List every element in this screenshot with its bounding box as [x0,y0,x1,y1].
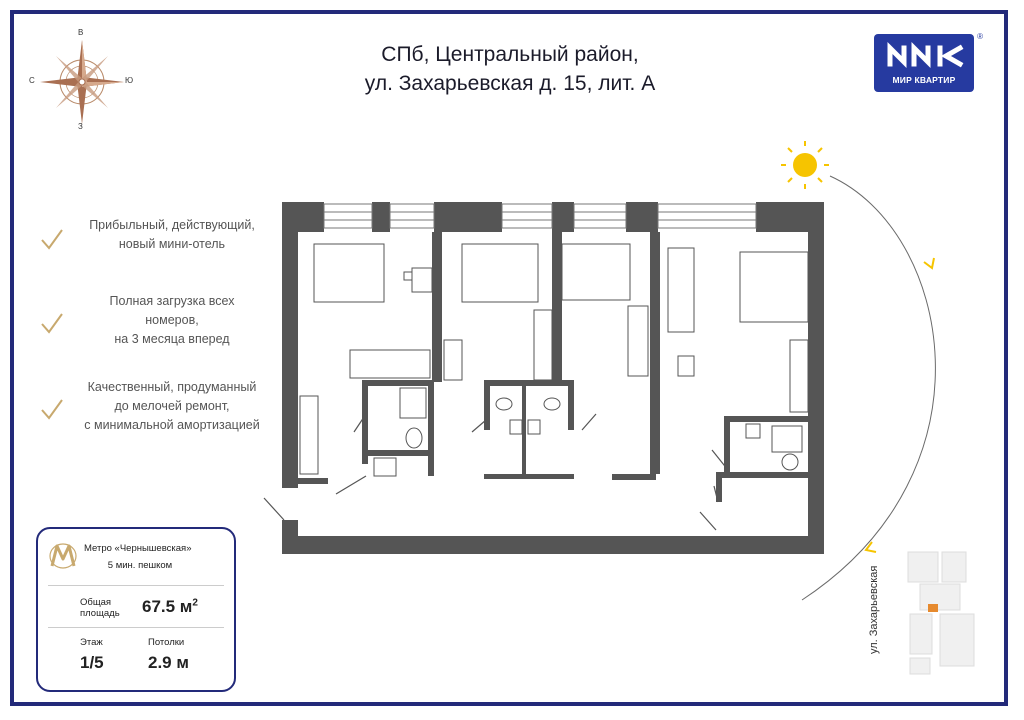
toilet [781,453,799,471]
desk [677,355,695,377]
metro-name: Метро «Чернышевская» [84,543,192,554]
divider [48,585,224,586]
doors [263,413,729,531]
washing-machine [373,457,397,477]
title-line-2: ул. Захарьевская д. 15, лит. А [364,72,656,95]
toilet [543,397,561,411]
divider [48,627,224,628]
bed [739,251,809,323]
shower [399,387,427,419]
compass-icon [40,40,124,124]
compass-east-label: Ю [125,76,134,85]
checkmark-icon [41,399,63,420]
arrow-icon [923,257,935,270]
chair [403,271,413,281]
sun-icon [781,141,829,189]
registered-icon: ® [977,32,983,41]
windows [323,203,757,229]
bed [561,243,631,301]
walk-time: 5 мин. пешком [107,560,173,571]
kitchen-counter [533,309,553,381]
title-line-1: СПб, Центральный район, [381,43,639,66]
sink [745,423,761,439]
street-label: ул. Захарьевская [868,565,880,654]
brand-logo: МИР КВАРТИР ® [874,32,983,92]
compass-rose: В З С Ю [26,26,138,138]
feature-text: Качественный, продуманный до мелочей рем… [84,380,260,432]
floor-value: 1/5 [80,653,104,672]
sofa [349,349,431,379]
kitchen-counter [789,339,809,413]
dining-table [443,339,463,381]
ceiling-value: 2.9 м [148,653,189,672]
property-info-card: Метро «Чернышевская» 5 мин. пешком Общая… [36,527,236,692]
feature-text: Полная загрузка всех номеров, на 3 месяц… [109,294,235,346]
checkmark-icon [41,313,63,334]
shower [771,425,803,453]
walls [282,202,824,554]
checkmark-icon [41,229,63,250]
kitchen-counter [627,305,649,377]
sink [527,419,541,435]
location-minimap [907,551,975,675]
brand-logo-icon [887,41,964,69]
area-label: Общая площадь [80,597,120,619]
sink [509,419,523,435]
ceiling-label: Потолки [148,637,185,648]
bed [313,243,385,303]
page-frame [10,10,1008,706]
feature-text: Прибыльный, действующий, новый мини-отел… [89,218,255,251]
compass-north-label: В [78,28,84,37]
floor-label: Этаж [80,637,103,648]
toilet [405,427,423,449]
furniture [299,243,809,477]
brand-logo-text: МИР КВАРТИР [892,75,956,85]
page-title: СПб, Центральный район, ул. Захарьевская… [300,40,720,98]
toilet [495,397,513,411]
metro-icon [49,543,77,569]
area-value: 67.5 м2 [142,597,198,616]
compass-west-label: С [29,76,35,85]
desk [411,267,433,293]
compass-south-label: З [78,122,83,131]
arrow-icon [864,541,877,553]
location-marker [928,604,938,612]
sofa [667,247,695,333]
bed [461,243,539,303]
kitchen-counter [299,395,319,475]
